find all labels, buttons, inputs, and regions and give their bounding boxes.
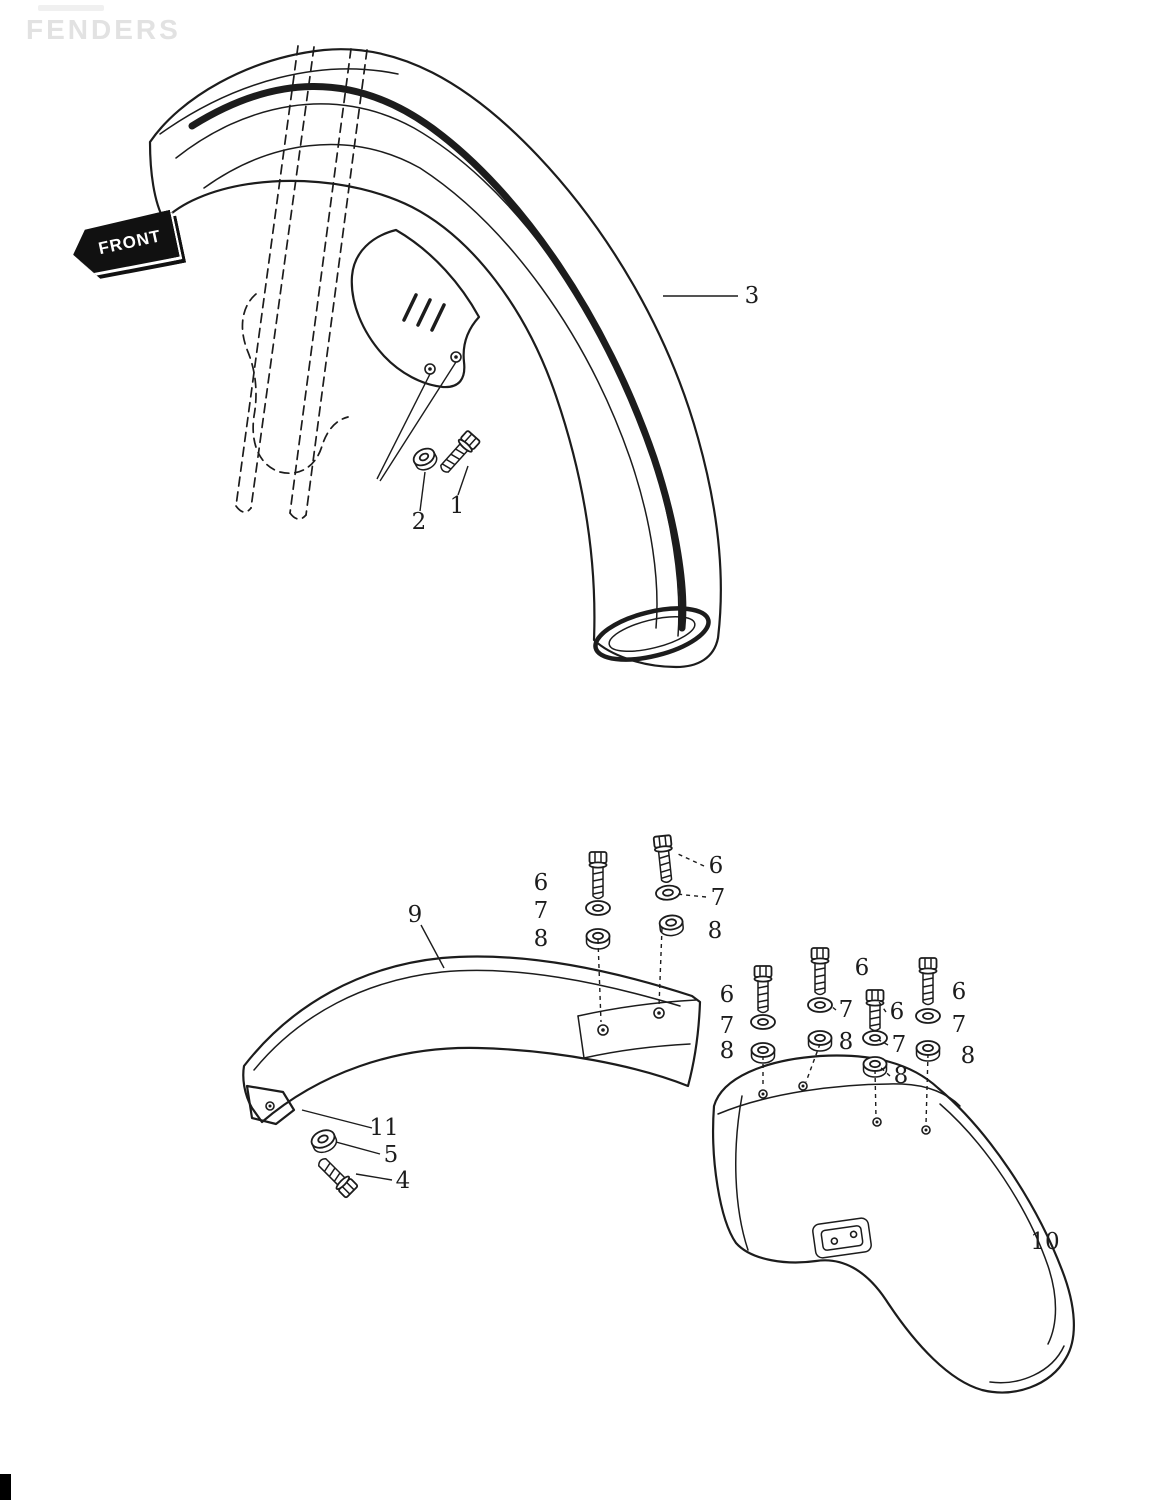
washer-part-7 <box>585 900 611 916</box>
fastener-stack-a <box>585 851 611 950</box>
washer-part-7 <box>862 1030 888 1046</box>
faded-print-artifact <box>38 5 104 11</box>
leader-lines-front <box>376 295 738 512</box>
fastener-stack-c <box>750 965 776 1064</box>
nut-part-8 <box>585 928 611 950</box>
leader-lines-rear <box>597 853 929 1125</box>
front-fender-tip-rings <box>593 606 711 662</box>
leader-lines-rear-left <box>301 924 445 1181</box>
bolt-part-6 <box>918 957 938 1006</box>
fastener-stack-d <box>807 947 833 1052</box>
page-corner-mark <box>0 1474 11 1500</box>
bracket-part-11 <box>245 1084 296 1126</box>
bolt-part-4 <box>318 1158 359 1199</box>
nut-part-8 <box>807 1030 833 1052</box>
front-fender <box>148 48 722 669</box>
washer-part-7 <box>807 997 833 1013</box>
bolt-part-6 <box>865 989 885 1032</box>
front-fender-bracket <box>350 228 481 389</box>
front-label-text: FRONT <box>96 226 163 259</box>
rear-fender-10 <box>712 1054 1075 1394</box>
washer-part-5 <box>310 1129 338 1154</box>
nut-part-2 <box>412 447 438 471</box>
bolt-part-6 <box>588 851 608 900</box>
bolt-part-6 <box>753 965 773 1014</box>
bolt-part-6 <box>652 834 673 883</box>
nut-part-8 <box>862 1056 888 1078</box>
nut-part-8 <box>750 1042 776 1064</box>
washer-part-7 <box>750 1014 776 1030</box>
fastener-stack-e <box>862 989 888 1078</box>
page-title: FENDERS <box>26 14 181 45</box>
rear-fender-9-flange <box>577 999 697 1059</box>
bolt-part-6 <box>810 947 830 996</box>
front-fork-hidden-lines <box>235 45 368 520</box>
bolt-part-1 <box>440 430 481 473</box>
front-fender-stripe <box>188 83 687 632</box>
rear-fender-9 <box>242 955 702 1126</box>
nut-part-8 <box>915 1040 941 1062</box>
washer-part-7 <box>915 1008 941 1024</box>
fastener-stack-b <box>652 834 684 937</box>
nut-part-8 <box>658 914 684 937</box>
washer-part-7 <box>655 884 681 901</box>
reflector-slot <box>812 1217 872 1259</box>
fastener-stack-f <box>915 957 941 1062</box>
